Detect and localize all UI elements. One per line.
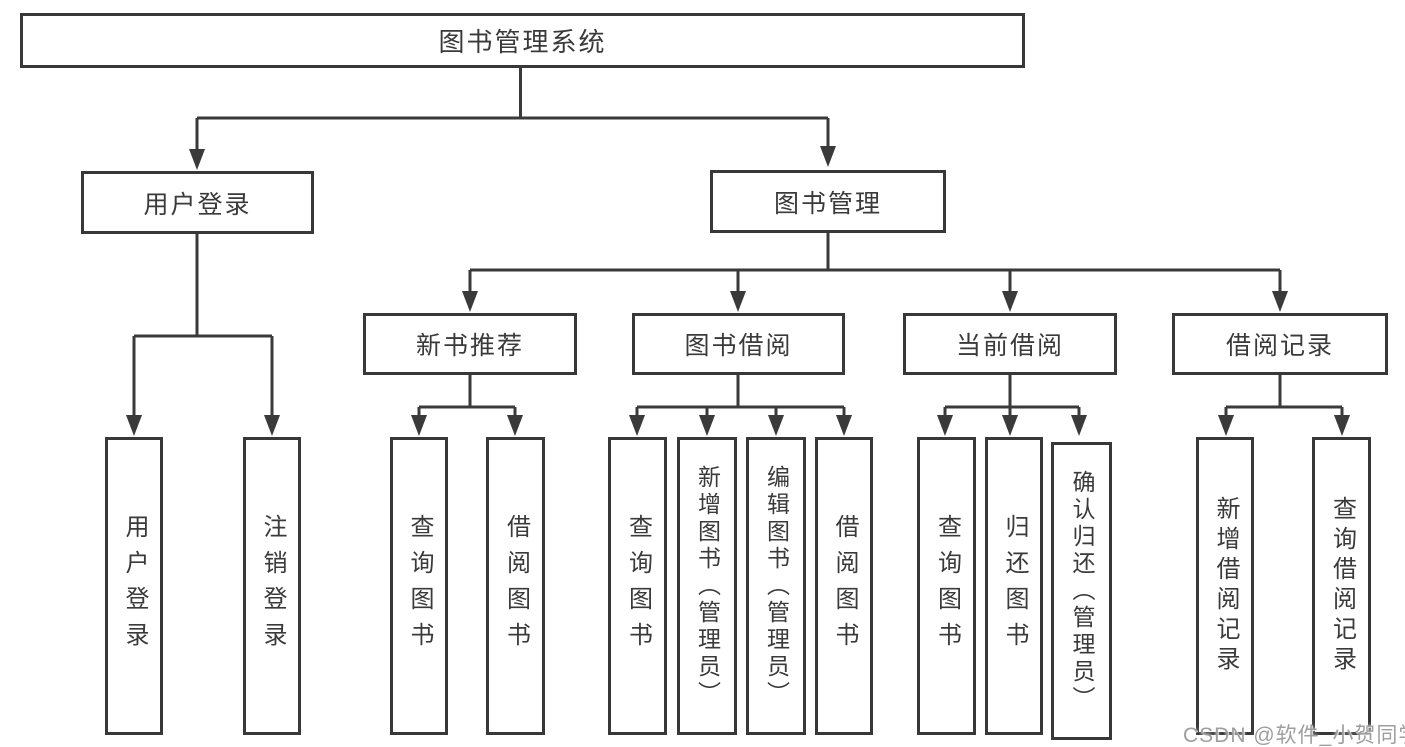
node-current-borrow: 当前借阅	[903, 313, 1117, 375]
leaf-borrow-books: 借阅图书	[815, 437, 873, 735]
leaf-logout: 注销登录	[243, 437, 301, 735]
arrow-down-icon	[1002, 415, 1018, 436]
leaf-return-book: 归还图书	[985, 437, 1043, 735]
leaf-query-borrow-record: 查询借阅记录	[1312, 437, 1371, 735]
node-borrow-records: 借阅记录	[1172, 313, 1388, 375]
arrow-down-icon	[629, 415, 645, 436]
arrow-down-icon	[264, 415, 280, 436]
leaf-query-books-borrow: 查询图书	[608, 437, 667, 735]
arrow-down-icon	[189, 149, 205, 170]
leaf-query-books-recommend: 查询图书	[390, 437, 448, 735]
arrow-down-icon	[507, 415, 523, 436]
watermark: CSDN @软件_小贺同学	[1183, 724, 1405, 747]
arrow-down-icon	[462, 291, 478, 312]
node-user-login: 用户登录	[81, 171, 314, 234]
arrow-down-icon	[1002, 291, 1018, 312]
arrow-down-icon	[937, 415, 953, 436]
leaf-confirm-return-admin: 确认归还（管理员）	[1051, 442, 1112, 740]
arrow-down-icon	[768, 415, 784, 436]
arrow-down-icon	[1334, 415, 1350, 436]
leaf-add-borrow-record: 新增借阅记录	[1196, 437, 1254, 735]
leaf-add-book-admin: 新增图书（管理员）	[677, 437, 737, 735]
node-book-borrow: 图书借阅	[632, 313, 845, 375]
arrow-down-icon	[730, 291, 746, 312]
leaf-borrow-books-recommend: 借阅图书	[486, 437, 545, 735]
arrow-down-icon	[126, 415, 142, 436]
leaf-edit-book-admin: 编辑图书（管理员）	[746, 437, 806, 735]
arrow-down-icon	[820, 146, 836, 167]
arrow-down-icon	[411, 415, 427, 436]
arrow-down-icon	[836, 415, 852, 436]
arrow-down-icon	[1218, 415, 1234, 436]
arrow-down-icon	[1272, 291, 1288, 312]
node-root: 图书管理系统	[20, 13, 1025, 68]
arrow-down-icon	[699, 415, 715, 436]
node-new-book-recommend: 新书推荐	[363, 313, 577, 375]
leaf-query-books-current: 查询图书	[917, 437, 976, 735]
leaf-user-login: 用户登录	[105, 437, 163, 735]
node-book-management: 图书管理	[710, 170, 946, 233]
arrow-down-icon	[1071, 415, 1087, 436]
